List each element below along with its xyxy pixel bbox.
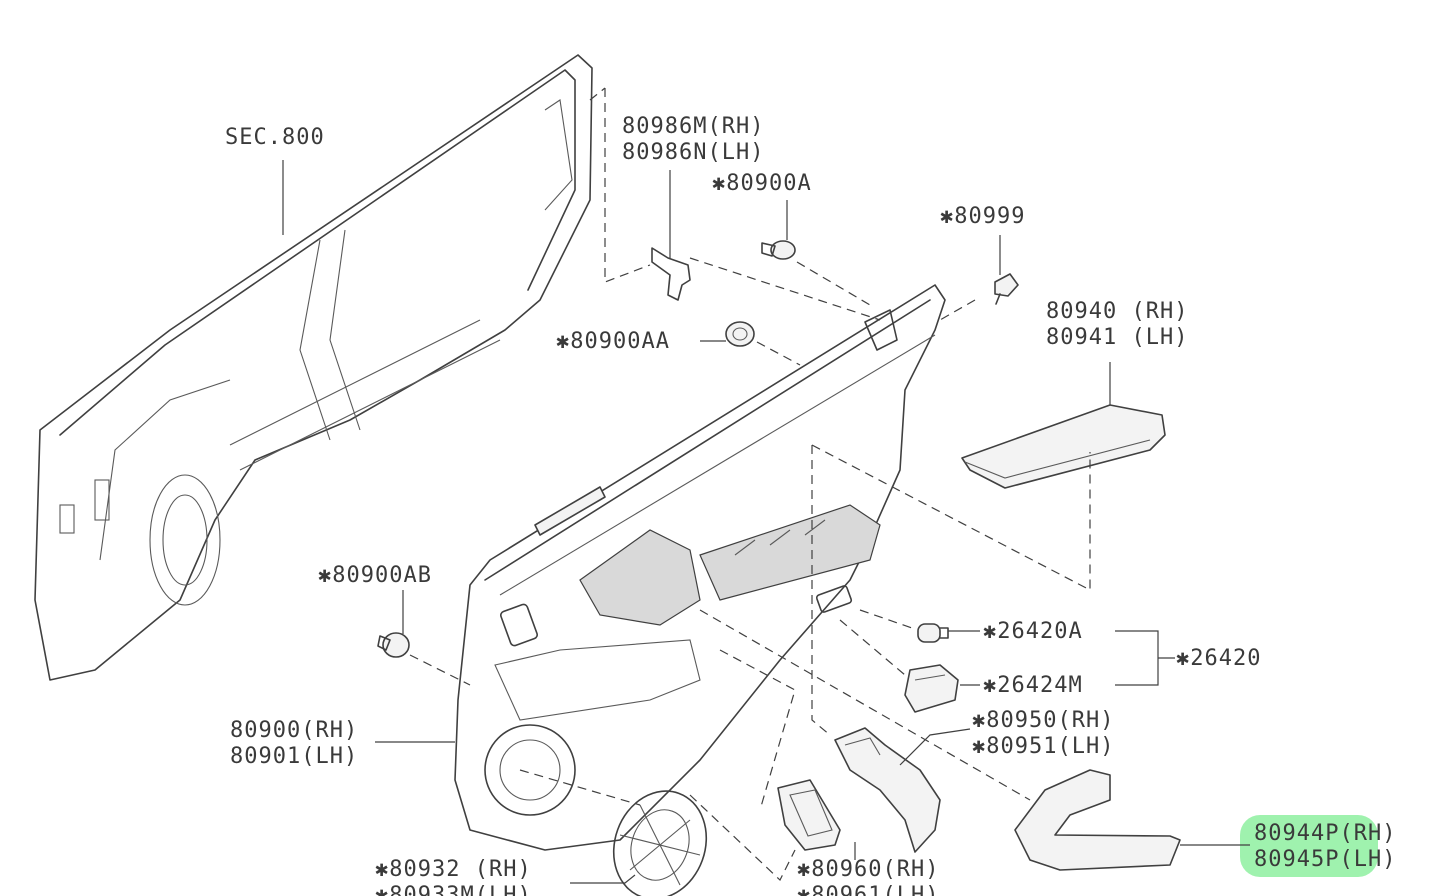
label-80900a: ✱80900A <box>712 171 812 196</box>
label-80900ab: ✱80900AB <box>318 563 432 588</box>
bracket-80986m <box>651 247 691 301</box>
label-80950: ✱80950(RH) <box>972 708 1114 733</box>
label-80941: 80941 (LH) <box>1046 325 1188 350</box>
label-80940: 80940 (RH) <box>1046 299 1188 324</box>
clip-80999 <box>994 273 1019 305</box>
pull-handle-80944p <box>1014 769 1181 871</box>
label-80999: ✱80999 <box>940 204 1025 229</box>
label-80945p: 80945P(LH) <box>1254 847 1396 872</box>
lamp-26424m <box>904 664 959 713</box>
label-80932: ✱80932 (RH) <box>375 857 532 882</box>
label-80961: ✱80961(LH) <box>797 883 939 896</box>
escutcheon-80950 <box>834 727 941 853</box>
label-80960: ✱80960(RH) <box>797 857 939 882</box>
label-80900aa: ✱80900AA <box>556 329 670 354</box>
label-80986m: 80986M(RH) <box>622 114 764 139</box>
armrest-80940 <box>961 404 1166 489</box>
leader-lines <box>282 160 1250 884</box>
door-shell <box>34 54 593 681</box>
label-26420: ✱26420 <box>1176 646 1261 671</box>
bulb-26420a <box>917 623 949 643</box>
highlight-80944p <box>1240 815 1378 877</box>
label-80933m: ✱80933M(LH) <box>375 883 532 896</box>
clip-80900aa <box>725 321 755 347</box>
clip-80900ab <box>377 632 410 658</box>
label-80901: 80901(LH) <box>230 744 358 769</box>
label-80986n: 80986N(LH) <box>622 140 764 165</box>
door-trim-panel <box>454 284 946 851</box>
label-80951: ✱80951(LH) <box>972 734 1114 759</box>
clip-80900a <box>761 240 796 260</box>
label-80900: 80900(RH) <box>230 718 358 743</box>
label-80944p: 80944P(RH) <box>1254 821 1396 846</box>
label-26424m: ✱26424M <box>983 673 1083 698</box>
label-sec-800: SEC.800 <box>225 125 325 150</box>
label-26420a: ✱26420A <box>983 619 1083 644</box>
switch-bezel-80960 <box>777 779 841 851</box>
speaker-grille-80932 <box>612 790 708 896</box>
assembly-lines <box>409 87 1091 881</box>
